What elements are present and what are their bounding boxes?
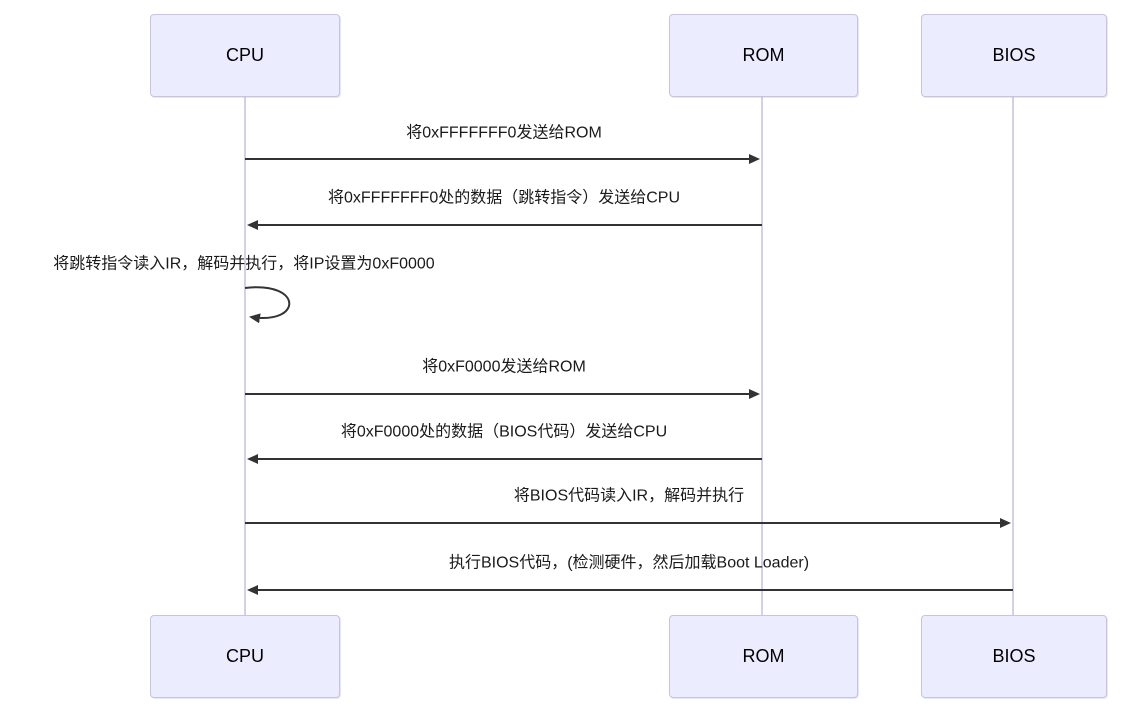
- message-label-7: 执行BIOS代码，(检测硬件，然后加载Boot Loader): [448, 554, 810, 572]
- message-label-1: 将0xFFFFFFF0发送给ROM: [406, 124, 602, 142]
- actor-box-cpu-bottom: CPU: [150, 615, 340, 698]
- actor-box-rom-top: ROM: [669, 14, 858, 97]
- self-loop-arrow-cpu: [244, 286, 291, 324]
- actor-label-rom: ROM: [742, 646, 785, 666]
- message-label-5: 将0xF0000处的数据（BIOS代码）发送给CPU: [340, 423, 668, 441]
- actor-box-bios-top: BIOS: [921, 14, 1107, 97]
- message-label-3-self: 将跳转指令读入IR，解码并执行，将IP设置为0xF0000: [53, 255, 435, 273]
- actor-label-rom: ROM: [742, 45, 785, 65]
- actor-label-bios: BIOS: [992, 45, 1036, 65]
- actor-box-cpu-top: CPU: [150, 14, 340, 97]
- actor-label-cpu: CPU: [225, 646, 264, 666]
- message-label-4: 将0xF0000发送给ROM: [422, 358, 586, 376]
- message-label-2: 将0xFFFFFFF0处的数据（跳转指令）发送给CPU: [328, 189, 680, 207]
- message-label-6: 将BIOS代码读入IR，解码并执行: [513, 487, 745, 505]
- actor-label-cpu: CPU: [225, 45, 264, 65]
- actor-box-bios-bottom: BIOS: [921, 615, 1107, 698]
- actor-box-rom-bottom: ROM: [669, 615, 858, 698]
- actor-label-bios: BIOS: [992, 646, 1036, 666]
